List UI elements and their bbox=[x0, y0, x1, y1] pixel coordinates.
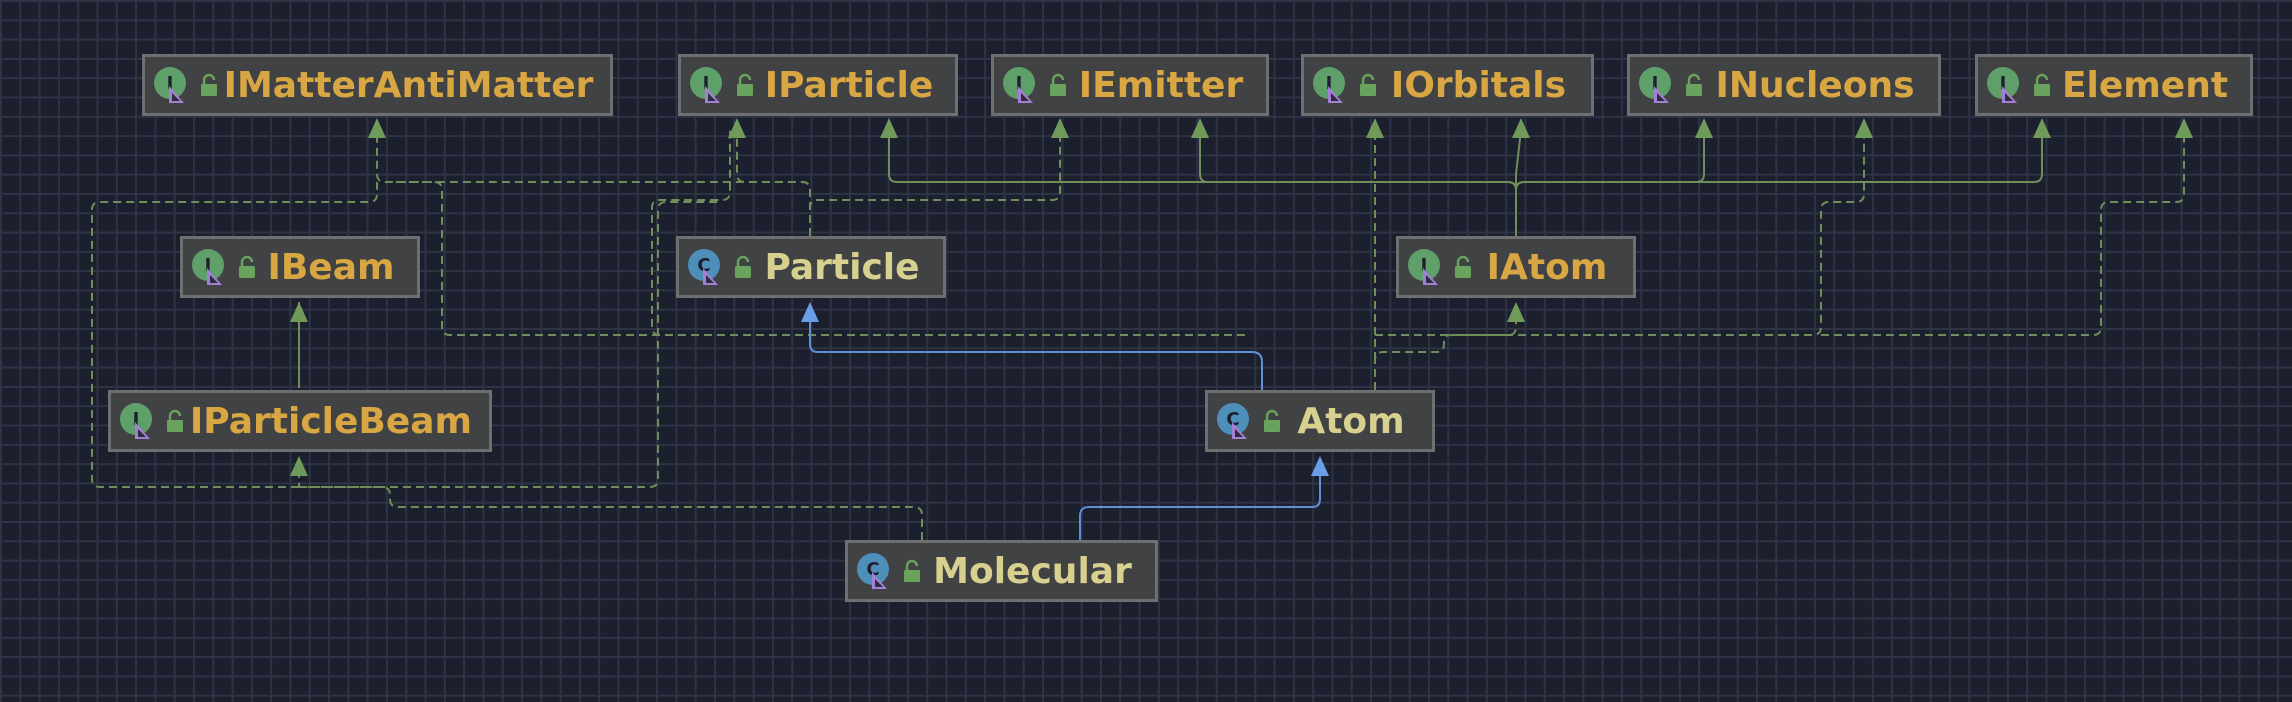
node-label: INucleons bbox=[1715, 64, 1915, 106]
arrowhead-iorbitals-b bbox=[1512, 118, 1530, 138]
edge-atom-iparticle-left bbox=[651, 130, 1245, 336]
node-iatom[interactable]: IAtom bbox=[1396, 236, 1636, 298]
edge-atom-inucleons bbox=[1375, 130, 1865, 336]
node-label: Element bbox=[2061, 64, 2229, 106]
edge-atom-particle bbox=[809, 310, 1263, 390]
arrowhead-element-a bbox=[2033, 118, 2051, 138]
edge-molecular-loop-left bbox=[91, 182, 378, 488]
lock-icon bbox=[237, 255, 257, 279]
arrowhead-iparticle-a bbox=[728, 118, 746, 138]
node-molecular[interactable]: Molecular bbox=[845, 540, 1158, 602]
edge-particle-imattermatter bbox=[376, 130, 811, 236]
arrowhead-iemitter-b bbox=[1191, 118, 1209, 138]
edge-atom-imattermatter bbox=[385, 181, 1245, 336]
arrowhead-inucleons-b bbox=[1855, 118, 1873, 138]
arrowhead-inucleons-a bbox=[1695, 118, 1713, 138]
arrowhead-imattermatter bbox=[368, 118, 386, 138]
interface-icon bbox=[1986, 66, 2024, 104]
lock-icon bbox=[1684, 73, 1704, 97]
lock-icon bbox=[1358, 73, 1378, 97]
arrowhead-ibeam bbox=[290, 302, 308, 322]
interface-icon bbox=[689, 66, 727, 104]
edge-iatom-iemitter bbox=[1199, 130, 1517, 191]
lock-icon bbox=[902, 559, 922, 583]
lock-icon bbox=[735, 73, 755, 97]
arrowhead-iparticlebeam bbox=[290, 456, 308, 476]
node-iemitter[interactable]: IEmitter bbox=[991, 54, 1269, 116]
arrowhead-particle bbox=[801, 302, 819, 322]
class-icon bbox=[687, 248, 725, 286]
edge-molecular-loop-right bbox=[299, 201, 722, 488]
lock-icon bbox=[1453, 255, 1473, 279]
node-inucleons[interactable]: INucleons bbox=[1627, 54, 1941, 116]
node-label: IParticleBeam bbox=[189, 400, 473, 442]
lock-icon bbox=[199, 73, 219, 97]
edge-particle-iparticle bbox=[736, 130, 811, 236]
arrowhead-atom bbox=[1311, 456, 1329, 476]
node-particle[interactable]: Particle bbox=[676, 236, 946, 298]
node-label: IAtom bbox=[1486, 246, 1608, 288]
lock-icon bbox=[1262, 409, 1282, 433]
node-label: IEmitter bbox=[1078, 64, 1244, 106]
edge-molecular-atom bbox=[1079, 465, 1321, 540]
interface-icon bbox=[1312, 66, 1350, 104]
interface-icon bbox=[1002, 66, 1040, 104]
node-label: Atom bbox=[1297, 400, 1405, 442]
arrowhead-iorbitals-a bbox=[1366, 118, 1384, 138]
node-iorbitals[interactable]: IOrbitals bbox=[1301, 54, 1594, 116]
edge-molecular-iparticlebeam bbox=[298, 465, 923, 540]
lock-icon bbox=[733, 255, 753, 279]
node-label: Particle bbox=[764, 246, 920, 288]
node-label: Molecular bbox=[933, 550, 1132, 592]
interface-icon bbox=[1638, 66, 1676, 104]
interface-icon bbox=[191, 248, 229, 286]
arrowhead-iatom bbox=[1507, 302, 1525, 322]
node-label: IMatterAntiMatter bbox=[223, 64, 594, 106]
interface-icon bbox=[1407, 248, 1445, 286]
edge-particle-iemitter bbox=[809, 130, 1061, 236]
edge-iatom-iorbitals bbox=[1515, 129, 1522, 191]
lock-icon bbox=[2032, 73, 2052, 97]
node-label: IParticle bbox=[764, 64, 934, 106]
node-label: IBeam bbox=[267, 246, 395, 288]
node-imatterantimatter[interactable]: IMatterAntiMatter bbox=[142, 54, 613, 116]
lock-icon bbox=[165, 409, 185, 433]
edge-atom-iatom bbox=[1374, 305, 1517, 390]
node-ibeam[interactable]: IBeam bbox=[180, 236, 420, 298]
node-atom[interactable]: Atom bbox=[1205, 390, 1435, 452]
class-icon bbox=[856, 552, 894, 590]
edge-atom-element bbox=[1821, 130, 2185, 336]
node-iparticlebeam[interactable]: IParticleBeam bbox=[108, 390, 492, 452]
node-label: IOrbitals bbox=[1390, 64, 1567, 106]
edge-iatom-element bbox=[1515, 130, 2043, 191]
class-icon bbox=[1216, 402, 1254, 440]
interface-icon bbox=[119, 402, 157, 440]
node-element[interactable]: Element bbox=[1975, 54, 2253, 116]
arrowhead-iparticle-b bbox=[880, 118, 898, 138]
arrowhead-iemitter-a bbox=[1051, 118, 1069, 138]
interface-icon bbox=[153, 66, 191, 104]
lock-icon bbox=[1048, 73, 1068, 97]
node-iparticle[interactable]: IParticle bbox=[678, 54, 958, 116]
arrowhead-element-b bbox=[2175, 118, 2193, 138]
